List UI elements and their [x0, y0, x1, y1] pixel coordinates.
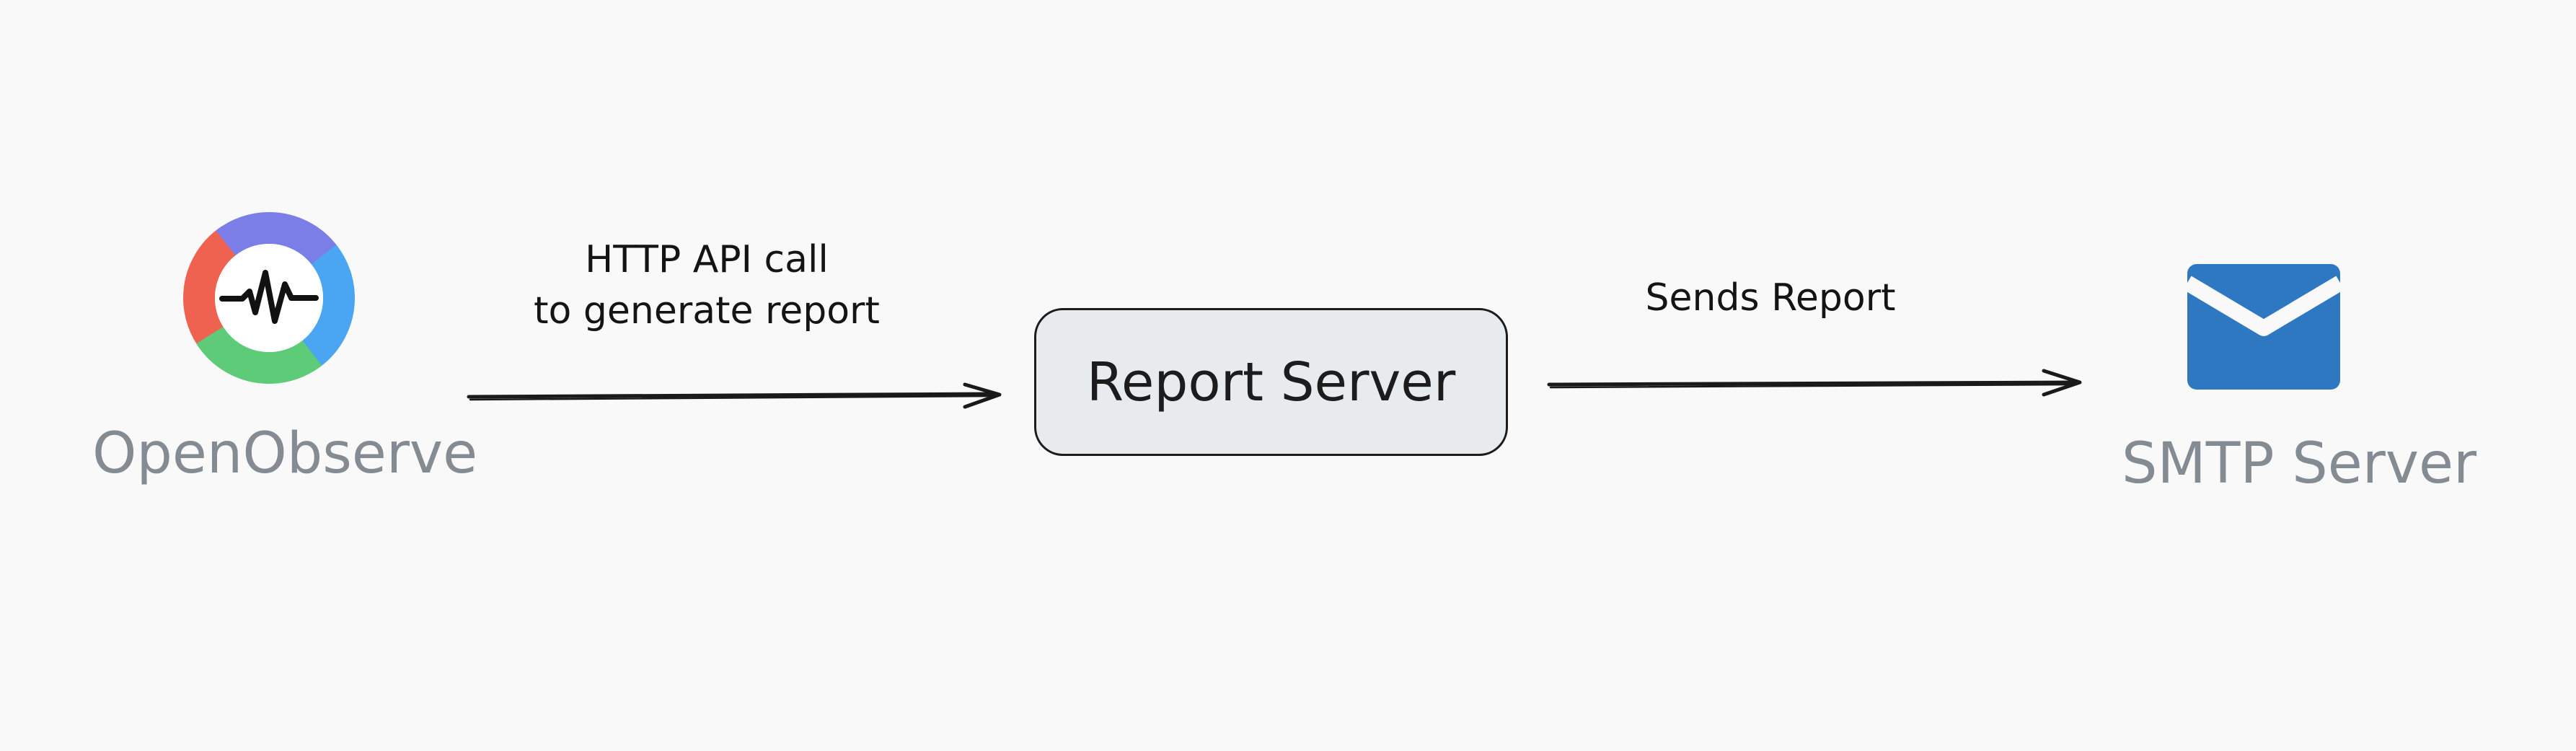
arrow-sends-report-shaft-sketch — [1549, 383, 2076, 389]
arrow-api-call-shaft-sketch — [469, 395, 995, 401]
envelope-flap — [2183, 276, 2345, 336]
openobserve-logo-icon — [183, 212, 355, 384]
api-call-label-line1: HTTP API call — [585, 238, 829, 281]
arrow-right-icon — [467, 382, 1002, 409]
logo-ring-red — [183, 212, 355, 384]
openobserve-label: OpenObserve — [92, 421, 478, 486]
logo-ring-purple — [183, 212, 355, 384]
logo-ring-blue — [183, 212, 355, 384]
api-call-label-line2: to generate report — [534, 289, 880, 333]
sends-report-label: Sends Report — [1645, 276, 1896, 320]
arrow-right-icon — [1547, 369, 2082, 397]
arrow-sends-report-shaft — [1547, 380, 2078, 387]
envelope-icon — [2183, 264, 2345, 390]
logo-pulse-line — [219, 270, 319, 324]
arrow-sends-report-head — [2042, 369, 2082, 397]
arrow-api-call-head — [963, 382, 1002, 409]
report-server-label: Report Server — [1086, 351, 1456, 413]
logo-ring-green — [183, 212, 355, 384]
report-server-box: Report Server — [1034, 308, 1508, 456]
smtp-server-label: SMTP Server — [2122, 431, 2477, 496]
arrow-api-call-shaft — [467, 392, 997, 399]
api-call-label: HTTP API call to generate report — [505, 234, 909, 336]
